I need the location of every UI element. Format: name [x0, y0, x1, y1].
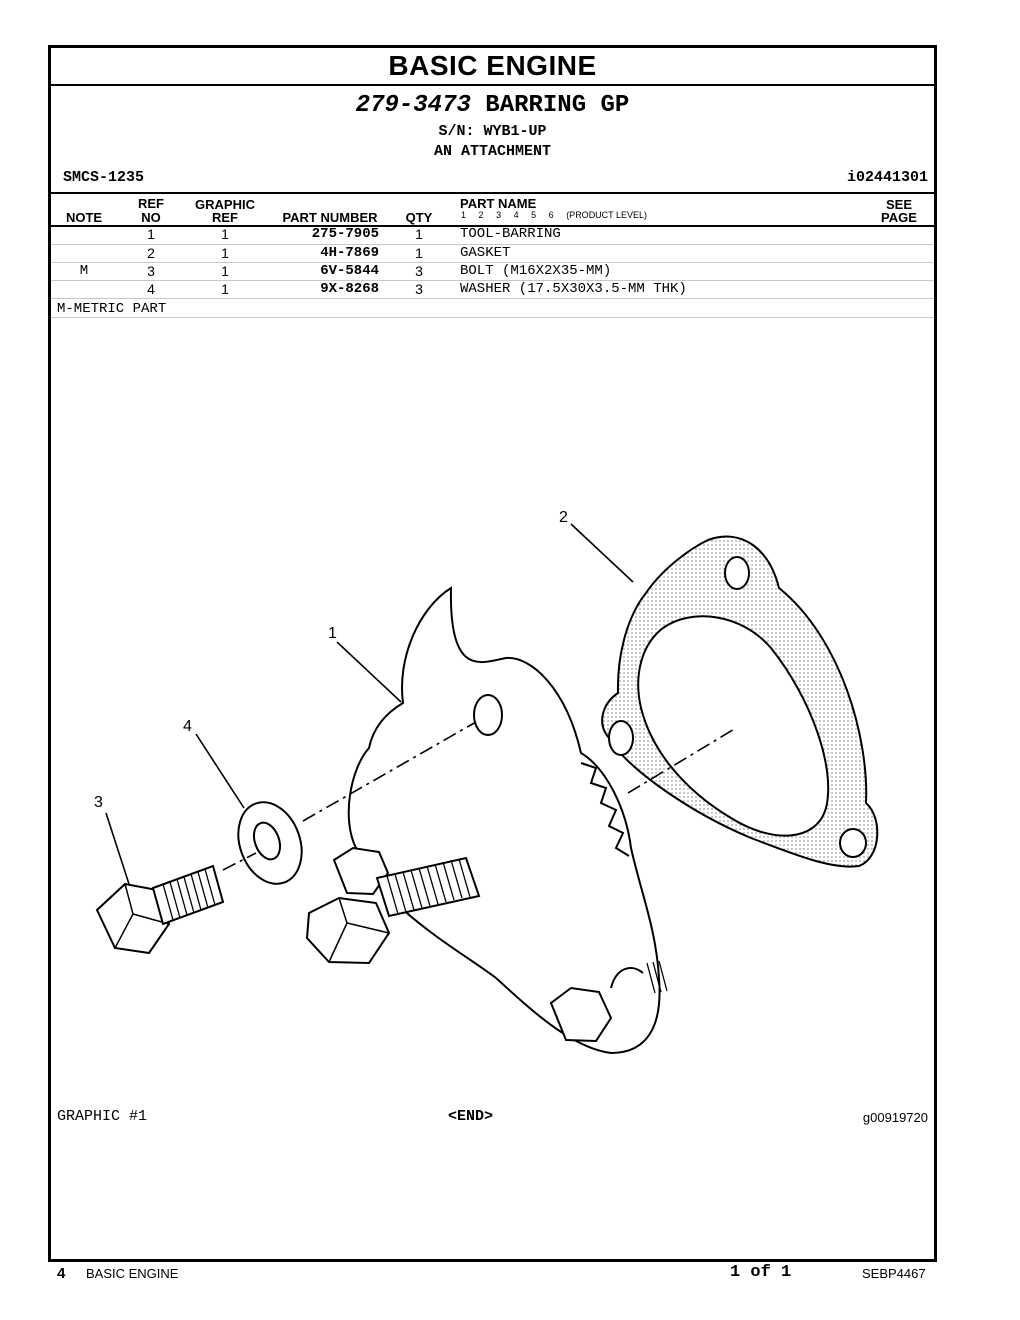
- col-ref-no-1: REF: [138, 196, 164, 211]
- product-level-6: 6: [548, 210, 554, 220]
- callout-4: 4: [183, 718, 192, 735]
- col-see-page-2: PAGE: [881, 210, 917, 225]
- col-part-name: PART NAME: [460, 196, 537, 211]
- row-graphic-ref: 1: [221, 245, 229, 261]
- row-divider: [51, 280, 934, 281]
- footnote-divider: [51, 317, 934, 318]
- product-level-5: 5: [531, 210, 537, 220]
- page-frame: BASIC ENGINE 279-3473 BARRING GP S/N: WY…: [48, 45, 937, 1262]
- gasket-drawing: [601, 535, 879, 868]
- row-part-name: BOLT (M16X2X35-MM): [460, 263, 612, 279]
- row-ref-no: 2: [147, 245, 155, 261]
- graphic-number: g00919720: [862, 1110, 928, 1125]
- callout-1: 1: [328, 625, 337, 642]
- col-graphic-ref-2: REF: [212, 210, 238, 225]
- center-lines: [222, 721, 737, 871]
- header-bottom-rule: [51, 225, 934, 227]
- graphic-label: GRAPHIC #1: [57, 1108, 148, 1125]
- leader-lines: [105, 523, 634, 885]
- row-part-name: WASHER (17.5X30X3.5-MM THK): [460, 281, 687, 297]
- serial-number: S/N: WYB1-UP: [438, 123, 547, 140]
- col-graphic-ref-1: GRAPHIC: [195, 197, 255, 212]
- row-part-number: 6V-5844: [320, 263, 379, 279]
- product-level-label: (PRODUCT LEVEL): [566, 210, 648, 220]
- row-part-number: 9X-8268: [320, 281, 379, 297]
- callout-2: 2: [559, 509, 568, 526]
- section-title: BASIC ENGINE: [388, 50, 597, 81]
- row-qty: 1: [415, 226, 423, 242]
- product-level-2: 2: [478, 210, 484, 220]
- section-title-bar: BASIC ENGINE: [51, 48, 934, 86]
- row-qty: 3: [415, 281, 423, 297]
- row-part-name: GASKET: [460, 245, 511, 261]
- end-marker: <END>: [448, 1108, 494, 1125]
- group-name: BARRING GP: [485, 92, 630, 119]
- group-title: 279-3473 BARRING GP: [51, 92, 934, 119]
- tool-barring-drawing: [305, 586, 668, 1055]
- col-part-number: PART NUMBER: [282, 210, 378, 225]
- footer-doc-id: SEBP4467: [862, 1266, 926, 1281]
- smcs-code: SMCS-1235: [63, 169, 145, 186]
- row-part-number: 4H-7869: [320, 245, 379, 261]
- row-qty: 3: [415, 263, 423, 279]
- exploded-view-illustration: 1 2 3 4: [94, 509, 879, 1055]
- row-graphic-ref: 1: [221, 226, 229, 242]
- row-graphic-ref: 1: [221, 281, 229, 297]
- row-graphic-ref: 1: [221, 263, 229, 279]
- row-ref-no: 3: [147, 263, 155, 279]
- product-level-3: 3: [496, 210, 502, 220]
- footer-page-number: 4: [57, 1265, 66, 1282]
- row-ref-no: 1: [147, 226, 155, 242]
- col-qty: QTY: [405, 210, 433, 225]
- product-level-1: 1: [461, 210, 467, 220]
- row-divider: [51, 262, 934, 263]
- group-type: AN ATTACHMENT: [433, 143, 552, 160]
- group-part-number: 279-3473: [355, 92, 471, 119]
- product-level-4: 4: [513, 210, 519, 220]
- row-note: M: [79, 263, 89, 279]
- illustration-id: i02441301: [846, 169, 928, 186]
- metric-footnote: M-METRIC PART: [57, 301, 167, 317]
- footer-section: BASIC ENGINE: [86, 1266, 179, 1281]
- row-part-name: TOOL-BARRING: [460, 226, 561, 242]
- row-qty: 1: [415, 245, 423, 261]
- col-note: NOTE: [65, 210, 103, 225]
- header-top-rule: [51, 192, 934, 194]
- callout-3: 3: [94, 794, 103, 811]
- footer-page-of: 1 of 1: [730, 1263, 792, 1282]
- product-level-row: 1 2 3 4 5 6 (PRODUCT LEVEL): [461, 210, 657, 220]
- row-part-number: 275-7905: [311, 226, 379, 242]
- washer-drawing: [237, 801, 303, 885]
- col-see-page-1: SEE: [885, 197, 912, 212]
- col-ref-no-2: NO: [141, 210, 161, 225]
- row-ref-no: 4: [147, 281, 155, 297]
- row-divider: [51, 244, 934, 245]
- row-divider: [51, 298, 934, 299]
- bolt-drawing: [95, 864, 225, 955]
